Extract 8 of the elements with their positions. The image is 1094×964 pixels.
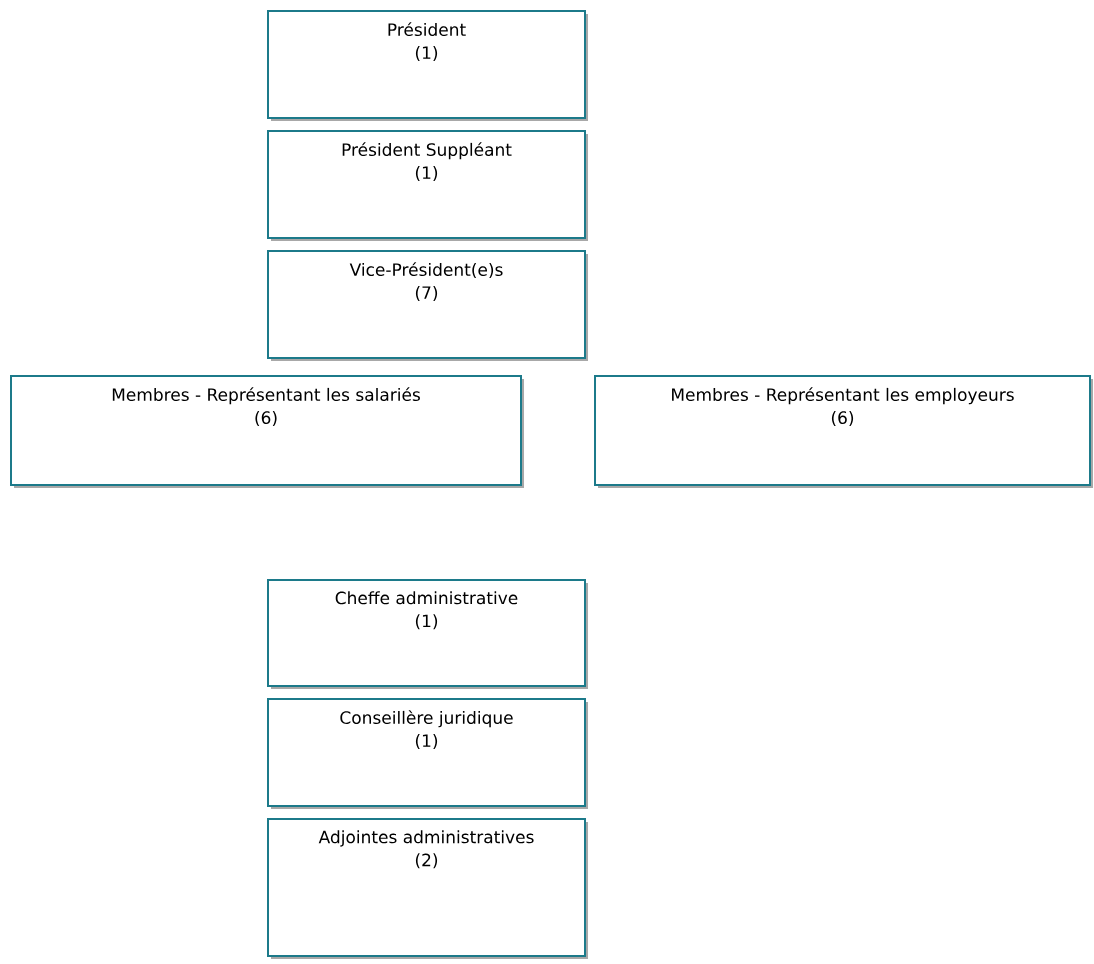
role-box: Président (1) (267, 10, 588, 121)
role-box: Adjointes administratives (2) (267, 818, 588, 959)
role-box: Vice-Président(e)s (7) (267, 250, 588, 361)
role-box: Conseillère juridique (1) (267, 698, 588, 809)
role-box: Membres - Représentant les employeurs (6) (594, 375, 1093, 488)
role-box: Membres - Représentant les salariés (6) (10, 375, 524, 488)
role-box: Cheffe administrative (1) (267, 579, 588, 689)
role-box: Président Suppléant (1) (267, 130, 588, 241)
